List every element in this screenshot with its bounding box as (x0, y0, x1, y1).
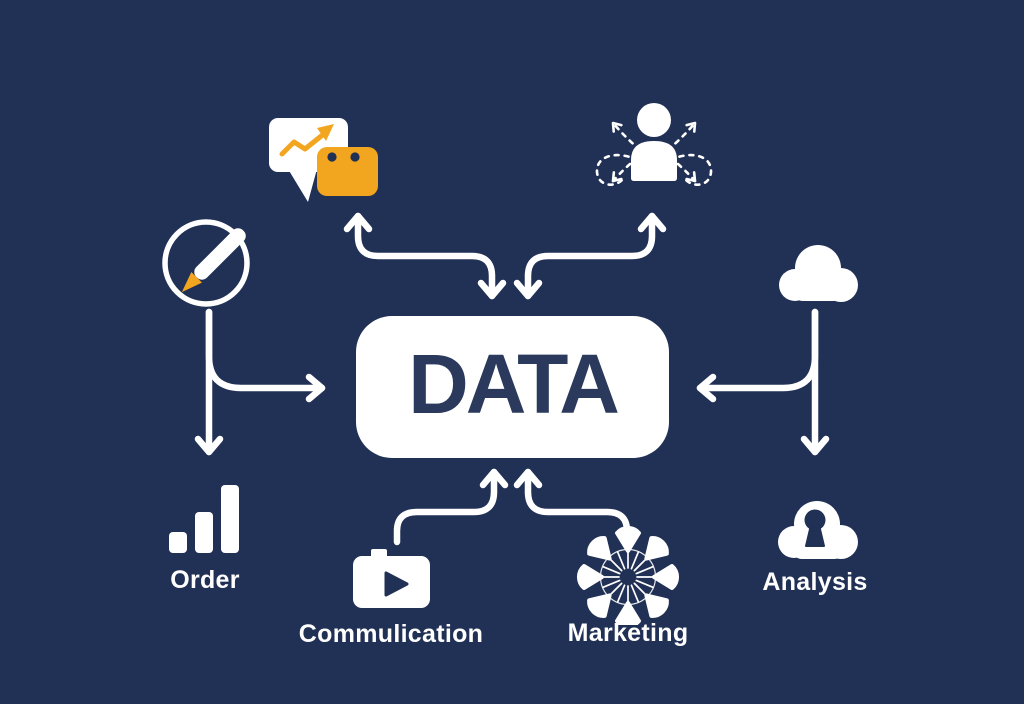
node-label-marketing: Marketing (567, 619, 689, 647)
arrow-communication-data (393, 468, 509, 546)
node-label-order: Order (170, 566, 240, 594)
cloud-icon (779, 245, 858, 302)
cloud-keyhole-icon (778, 501, 858, 559)
arrow-chat-data (343, 212, 507, 300)
data-title: DATA (408, 337, 620, 431)
node-label-communication: Commulication (298, 620, 484, 648)
person-network-icon (595, 103, 713, 186)
speech-bubble-trend-icon (269, 118, 378, 202)
arrow-marketing-data (513, 468, 631, 538)
flower-wheel-icon (576, 525, 680, 625)
node-label-analysis: Analysis (762, 568, 868, 596)
bar-chart-icon (169, 485, 239, 553)
arrow-pen-data (205, 308, 326, 403)
pen-circle-icon (162, 219, 250, 307)
data-center-node: DATA (356, 316, 669, 458)
arrow-cloud-data (696, 308, 819, 403)
video-camera-icon (353, 549, 430, 608)
arrow-data-audience (513, 212, 667, 300)
